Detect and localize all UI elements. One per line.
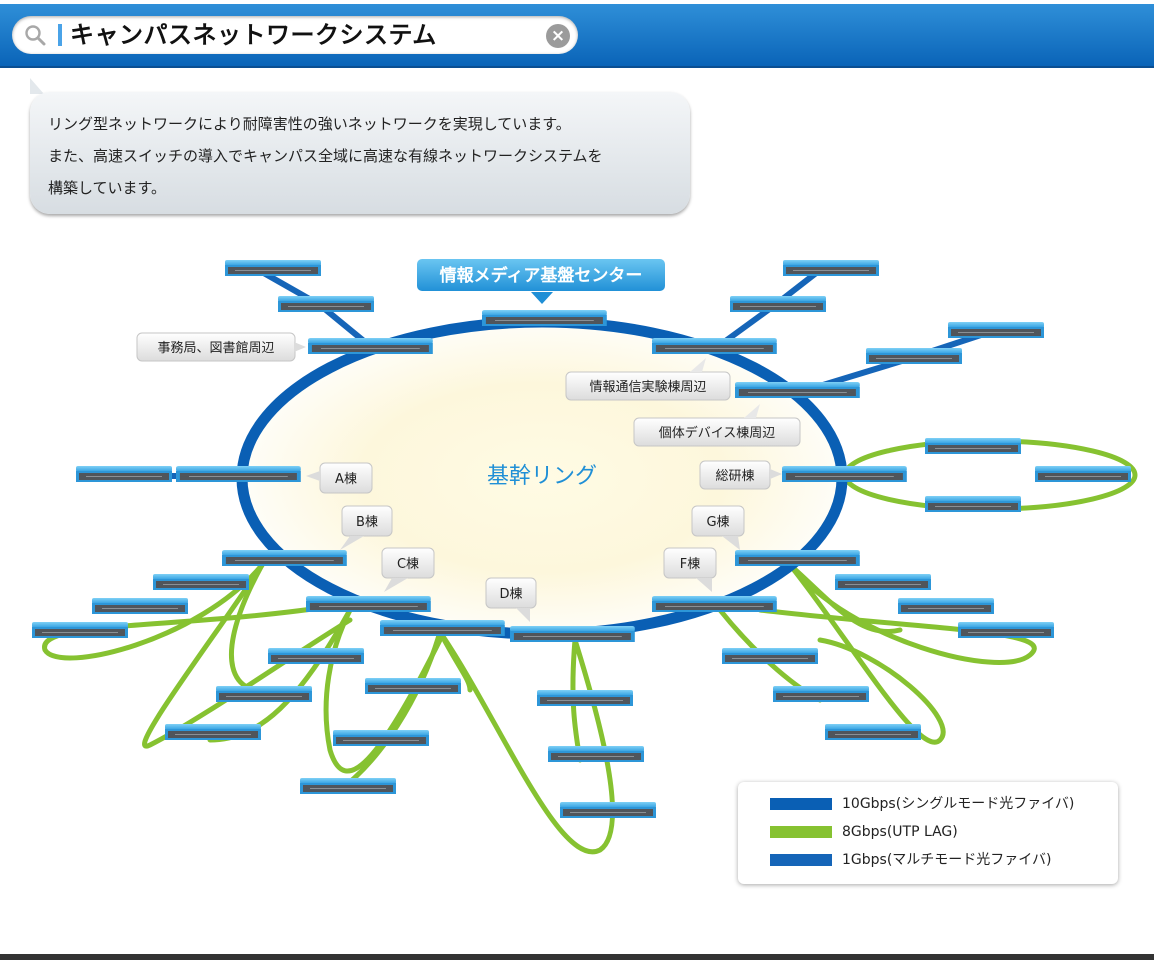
switch-leaf-l7 [364, 677, 462, 695]
page-title: キャンパスネットワークシステム [70, 21, 437, 49]
switch-joho-1 [651, 337, 778, 355]
callout-a: A棟 [306, 462, 373, 494]
switch-leaf-l8 [332, 729, 430, 747]
callout-g: G棟 [691, 505, 745, 550]
network-diagram: 基幹リング 情報メディア基盤センター [31, 257, 1138, 855]
center-label-media: 情報メディア基盤センター [415, 257, 667, 304]
callout-a-text: A棟 [335, 472, 357, 487]
switch-souken-right [1034, 465, 1132, 483]
legend-swatch-10gbps [770, 798, 832, 810]
switch-leaf-m1 [536, 689, 634, 707]
text-cursor [58, 24, 62, 46]
switch-leaf-r5 [772, 685, 870, 703]
callout-jimukyoku-text: 事務局、図書館周辺 [157, 341, 274, 356]
switch-leaf-r4 [721, 647, 819, 665]
callout-souken-text: 総研棟 [715, 469, 754, 484]
callout-d-text: D棟 [499, 587, 522, 602]
callout-f-text: F棟 [680, 557, 700, 572]
intro-bubble: リング型ネットワークにより耐障害性の強いネットワークを実現しています。 また、高… [30, 92, 690, 214]
legend-label-10gbps: 10Gbps(シングルモード光ファイバ) [842, 796, 1075, 812]
switch-leaf-r3 [957, 621, 1055, 639]
search-icon [25, 25, 46, 46]
switch-g [734, 549, 861, 567]
intro-line-3: 構築しています。 [48, 179, 167, 197]
switch-a-left [75, 465, 173, 483]
switch-souken [781, 465, 908, 483]
switch-leaf-l6 [164, 723, 262, 741]
search-box[interactable]: キャンパスネットワークシステム × [12, 16, 578, 54]
switch-top-right-1 [782, 259, 880, 277]
switch-leaf-m2 [547, 745, 645, 763]
switch-a [175, 465, 302, 483]
switch-b [221, 549, 348, 567]
intro-line-2: また、高速スイッチの導入でキャンパス全域に高速な有線ネットワークシステムを [48, 147, 603, 165]
callout-souken: 総研棟 [699, 460, 782, 490]
switch-right-far-1 [947, 321, 1045, 339]
callout-b: B棟 [340, 505, 393, 550]
callouts: 事務局、図書館周辺 情報通信実験棟周辺 個体デバイス棟周辺 総研棟 A棟 B棟 [136, 332, 801, 622]
callout-kotai: 個体デバイス棟周辺 [633, 404, 801, 447]
switch-right-far-2 [865, 347, 963, 365]
callout-joho-text: 情報通信実験棟周辺 [589, 379, 706, 395]
switch-leaf-r1 [834, 573, 932, 591]
intro-line-1: リング型ネットワークにより耐障害性の強いネットワークを実現しています。 [48, 115, 571, 133]
switch-top-right-2 [729, 295, 827, 313]
callout-g-text: G棟 [706, 515, 729, 530]
switch-media-center [481, 309, 608, 327]
callout-joho: 情報通信実験棟周辺 [565, 358, 731, 401]
switch-leaf-l3 [31, 621, 129, 639]
switch-d-1 [379, 619, 506, 637]
callout-d: D棟 [485, 577, 537, 622]
switch-leaf-l4 [267, 647, 365, 665]
intro-text: リング型ネットワークにより耐障害性の強いネットワークを実現しています。 また、高… [48, 108, 678, 204]
switch-top-left-1 [224, 259, 322, 277]
switch-leaf-l1 [152, 573, 250, 591]
switch-f [651, 595, 778, 613]
switch-jimukyoku [307, 337, 434, 355]
callout-c: C棟 [381, 547, 435, 592]
speech-bubble-tail [30, 78, 44, 94]
callout-f: F棟 [663, 547, 717, 592]
switch-top-left-2 [277, 295, 375, 313]
switch-kotai [734, 381, 861, 399]
legend: 10Gbps(シングルモード光ファイバ) 8Gbps(UTP LAG) 1Gbp… [738, 782, 1118, 884]
switch-c [305, 595, 432, 613]
switch-leaf-l2 [91, 597, 189, 615]
callout-jimukyoku: 事務局、図書館周辺 [136, 332, 306, 362]
legend-swatch-8gbps [770, 826, 832, 838]
switch-d-2 [509, 625, 636, 643]
switch-souken-bottom [924, 495, 1022, 513]
title-bar: キャンパスネットワークシステム × [0, 4, 1154, 68]
switch-souken-top [924, 437, 1022, 455]
center-label-media-text: 情報メディア基盤センター [440, 265, 643, 286]
callout-kotai-text: 個体デバイス棟周辺 [659, 425, 776, 441]
callout-c-text: C棟 [397, 557, 419, 572]
switch-leaf-l5 [215, 685, 313, 703]
legend-swatch-1gbps [770, 854, 832, 866]
footer-divider [0, 954, 1154, 960]
legend-label-8gbps: 8Gbps(UTP LAG) [842, 824, 958, 840]
lag-lines [42, 438, 1138, 855]
switch-leaf-l9 [299, 777, 397, 795]
clear-icon[interactable]: × [546, 24, 570, 48]
switch-leaf-r2 [897, 597, 995, 615]
switch-leaf-r6 [824, 723, 922, 741]
switch-leaf-m3 [559, 801, 657, 819]
backbone-ring-label: 基幹リング [487, 464, 597, 489]
legend-label-1gbps: 1Gbps(マルチモード光ファイバ) [842, 852, 1052, 868]
callout-b-text: B棟 [356, 515, 378, 530]
